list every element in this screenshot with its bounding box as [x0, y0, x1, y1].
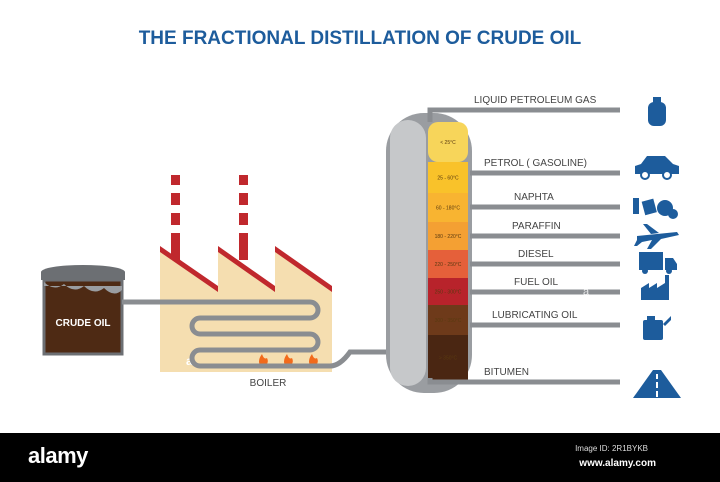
- fraction-band: [428, 278, 468, 305]
- factory-icon: [641, 275, 669, 300]
- airplane-icon: [634, 224, 679, 249]
- boiler-label: BOILER: [250, 378, 287, 389]
- product-label: LIQUID PETROLEUM GAS: [474, 95, 597, 106]
- product-label: PARAFFIN: [512, 221, 561, 232]
- site-url: www.alamy.com: [579, 458, 656, 469]
- fraction-temperature: 60 - 180°C: [436, 206, 460, 212]
- product-label: NAPHTA: [514, 192, 554, 203]
- product-label: FUEL OIL: [514, 277, 559, 288]
- fraction-band: [428, 162, 468, 193]
- diagram-title: THE FRACTIONAL DISTILLATION OF CRUDE OIL: [139, 28, 582, 49]
- brand-logo: alamy: [28, 443, 88, 468]
- fractionating-column: < 25°C 25 - 60°C 60 - 180°C 180 - 220°C 220 …: [386, 113, 472, 393]
- fraction-temperature: < 25°C: [440, 140, 456, 146]
- fraction-band: [428, 305, 468, 335]
- feed-pipe: [122, 299, 390, 369]
- product-pipe: [427, 107, 620, 122]
- image-id: Image ID: 2R1BYKB: [575, 444, 648, 453]
- fraction-temperature: 25 - 60°C: [437, 176, 459, 182]
- fraction-temperature: > 350°C: [439, 356, 458, 362]
- chemicals-icon: [633, 198, 678, 219]
- product-label: DIESEL: [518, 249, 554, 260]
- fraction-temperature: 180 - 220°C: [435, 234, 462, 240]
- road-icon: [633, 370, 681, 398]
- car-icon: [635, 156, 679, 180]
- crude-oil-tank: CRUDE OIL: [41, 265, 125, 356]
- footer-bar: alamy Image ID: 2R1BYKB www.alamy.com: [0, 433, 720, 482]
- factory-boiler: a BOILER: [160, 175, 332, 389]
- fraction-temperature: 250 - 300°C: [435, 290, 462, 296]
- distillation-diagram: THE FRACTIONAL DISTILLATION OF CRUDE OIL…: [41, 28, 681, 398]
- fraction-temperature: 300 - 350°C: [435, 318, 462, 324]
- product-label: PETROL ( GASOLINE): [484, 158, 587, 169]
- truck-icon: [639, 252, 677, 274]
- svg-text:a: a: [583, 286, 590, 298]
- tank-label: CRUDE OIL: [56, 318, 111, 329]
- product-label: LUBRICATING OIL: [492, 310, 578, 321]
- fraction-band: [428, 222, 468, 250]
- product-pipe: [427, 378, 620, 385]
- fraction-band: [428, 335, 468, 380]
- fraction-band: [428, 193, 468, 222]
- fraction-band: [428, 122, 468, 162]
- fraction-band: [428, 250, 468, 278]
- fraction-temperature: 220 - 250°C: [435, 262, 462, 268]
- oil-can-icon: [643, 316, 671, 340]
- gas-cylinder-icon: [648, 97, 666, 126]
- svg-text:a: a: [186, 354, 193, 368]
- product-label: BITUMEN: [484, 367, 529, 378]
